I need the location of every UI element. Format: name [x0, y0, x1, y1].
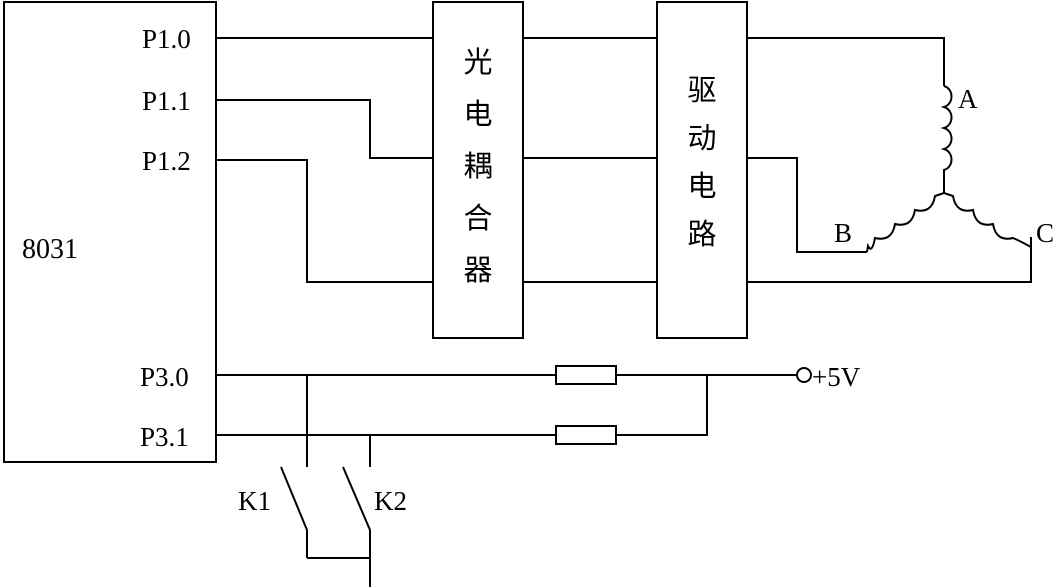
- pin-label-p3-1: P3.1: [140, 422, 189, 452]
- wire-p1-1: [216, 99, 433, 159]
- winding-b: [866, 192, 945, 253]
- phase-label-b: B: [834, 218, 852, 248]
- wire-phase-c: [747, 237, 1032, 283]
- phase-label-c: C: [1036, 218, 1054, 248]
- resistor-1: [555, 365, 617, 385]
- wire-p1-2: [216, 159, 433, 283]
- optocoupler-char-4: 合: [463, 202, 492, 235]
- switch-k2-blade: [342, 466, 371, 531]
- pin-label-p1-1: P1.1: [142, 86, 191, 116]
- optocoupler-char-2: 电: [463, 98, 492, 131]
- optocoupler-box: [432, 1, 524, 339]
- mcu-label: 8031: [22, 234, 78, 265]
- driver-char-4: 路: [687, 218, 716, 251]
- wire-phase-b: [747, 157, 867, 253]
- optocoupler-char-5: 器: [463, 255, 492, 287]
- driver-char-3: 电: [687, 170, 716, 203]
- switch-k1-blade: [280, 466, 308, 531]
- phase-label-a: A: [958, 84, 978, 114]
- vcc-label: +5V: [812, 362, 861, 392]
- optocoupler-char-3: 耦: [463, 150, 492, 183]
- switch-label-k1: K1: [238, 486, 271, 516]
- driver-char-1: 驱: [687, 75, 716, 107]
- vcc-terminal: [796, 367, 812, 383]
- wire-r2-vcc: [616, 375, 708, 436]
- wire-phase-a: [747, 37, 945, 86]
- pin-label-p1-2: P1.2: [142, 146, 191, 176]
- pin-label-p3-0: P3.0: [140, 362, 189, 392]
- driver-box: [656, 1, 748, 339]
- driver-char-2: 动: [687, 123, 716, 155]
- pin-label-p1-0: P1.0: [142, 24, 191, 54]
- winding-c: [943, 192, 1032, 249]
- resistor-2: [555, 425, 617, 445]
- optocoupler-char-1: 光: [463, 46, 492, 79]
- winding-a: [940, 85, 953, 193]
- switch-label-k2: K2: [374, 486, 407, 516]
- mcu-box: [3, 1, 217, 463]
